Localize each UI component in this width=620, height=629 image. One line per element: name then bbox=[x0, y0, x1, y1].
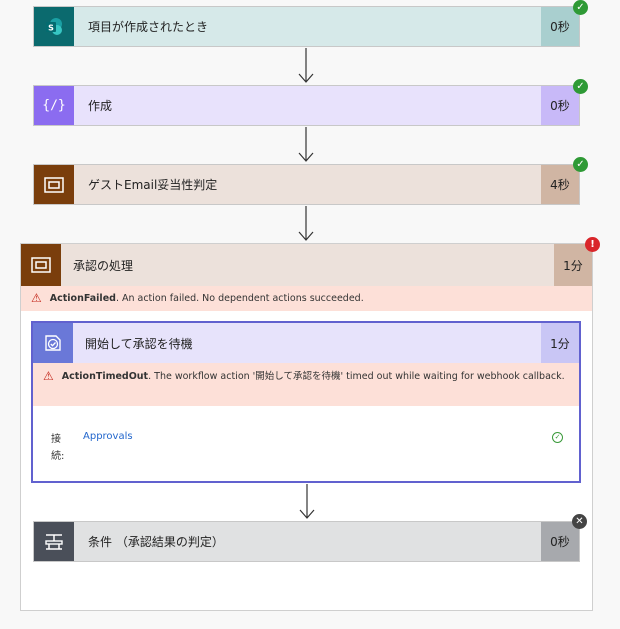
step-item-created[interactable]: S 項目が作成されたとき 0秒 bbox=[33, 6, 580, 47]
action-title: 開始して承認を待機 bbox=[85, 336, 193, 351]
compose-icon: {∕} bbox=[34, 86, 74, 125]
condition-icon bbox=[34, 522, 74, 561]
scope-approval-processing: 承認の処理 1分 ⚠ ActionFailed. An action faile… bbox=[20, 243, 593, 611]
step-guest-email-check[interactable]: ゲストEmail妥当性判定 4秒 bbox=[33, 164, 580, 205]
scope-icon bbox=[21, 244, 61, 286]
success-check-icon: ✓ bbox=[573, 79, 588, 94]
success-check-icon: ✓ bbox=[573, 0, 588, 15]
approval-icon bbox=[33, 323, 73, 363]
scope-duration: 1分 bbox=[554, 244, 592, 286]
step-condition[interactable]: 条件 （承認結果の判定） 0秒 bbox=[33, 521, 580, 562]
scope-icon bbox=[34, 165, 74, 204]
sharepoint-icon: S bbox=[34, 7, 74, 46]
step-title: 作成 bbox=[88, 99, 113, 113]
error-alert-icon: ! bbox=[585, 237, 600, 252]
condition-title: 条件 （承認結果の判定） bbox=[88, 535, 224, 549]
svg-text:S: S bbox=[48, 23, 54, 32]
warning-icon: ⚠ bbox=[31, 291, 42, 305]
error-code: ActionTimedOut bbox=[61, 371, 149, 382]
scope-title: 承認の処理 bbox=[73, 258, 134, 273]
scope-error-banner: ⚠ ActionFailed. An action failed. No dep… bbox=[21, 286, 592, 311]
connection-label: 接続: bbox=[51, 434, 65, 462]
action-header[interactable]: 開始して承認を待機 1分 bbox=[33, 323, 579, 363]
success-check-icon: ✓ bbox=[573, 157, 588, 172]
arrow-down-icon bbox=[298, 127, 314, 162]
step-title: ゲストEmail妥当性判定 bbox=[88, 178, 218, 192]
step-duration: 4秒 bbox=[541, 165, 579, 204]
step-duration: 0秒 bbox=[541, 86, 579, 125]
arrow-down-icon bbox=[298, 48, 314, 83]
action-error-banner: ⚠ ActionTimedOut. The workflow action '開… bbox=[33, 363, 579, 406]
action-start-and-wait-approval[interactable]: 開始して承認を待機 1分 ⚠ ActionTimedOut. The workf… bbox=[31, 321, 581, 483]
skipped-cancel-icon: ✕ bbox=[572, 514, 587, 529]
condition-duration: 0秒 bbox=[541, 522, 579, 561]
step-compose[interactable]: {∕} 作成 0秒 bbox=[33, 85, 580, 126]
step-title: 項目が作成されたとき bbox=[88, 20, 209, 34]
error-message: . An action failed. No dependent actions… bbox=[115, 293, 364, 304]
action-duration: 1分 bbox=[541, 323, 579, 363]
step-duration: 0秒 bbox=[541, 7, 579, 46]
error-message: . The workflow action '開始して承認を待機' timed … bbox=[148, 371, 565, 382]
warning-icon: ⚠ bbox=[43, 369, 54, 383]
connection-ok-icon: ✓ bbox=[552, 432, 563, 443]
scope-header[interactable]: 承認の処理 1分 bbox=[21, 244, 592, 286]
error-code: ActionFailed bbox=[49, 293, 116, 304]
arrow-down-icon bbox=[299, 484, 315, 519]
connection-approvals-link[interactable]: Approvals bbox=[83, 431, 133, 442]
arrow-down-icon bbox=[298, 206, 314, 241]
